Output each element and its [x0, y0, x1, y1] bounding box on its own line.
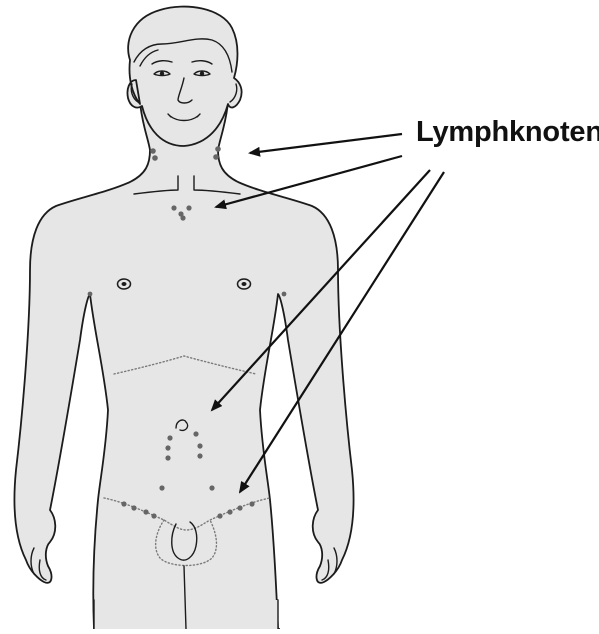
lymph-node-dot-icon [282, 292, 287, 297]
lymph-node-dot-icon [143, 509, 148, 514]
lymph-node-dot-icon [180, 215, 185, 220]
lymph-node-dot-icon [165, 455, 170, 460]
lymph-node-dot-icon [197, 443, 202, 448]
lymph-node-dot-icon [151, 513, 156, 518]
lymph-node-dot-icon [215, 146, 221, 152]
lymph-node-dot-icon [171, 205, 176, 210]
lymph-node-dot-icon [150, 148, 156, 154]
lymph-node-dot-icon [167, 435, 172, 440]
arrow-icon [216, 156, 402, 207]
lymph-node-dot-icon [152, 155, 158, 161]
lymph-node-dot-icon [88, 292, 93, 297]
lymph-node-dot-icon [237, 505, 242, 510]
lymph-node-dot-icon [193, 431, 198, 436]
lymph-node-dot-icon [131, 505, 136, 510]
lymph-node-dot-icon [121, 501, 126, 506]
lymph-node-dot-icon [209, 485, 214, 490]
lymph-node-dot-icon [165, 445, 170, 450]
lymph-node-dot-icon [249, 501, 254, 506]
lymph-node-dot-icon [217, 513, 222, 518]
lymph-node-dot-icon [186, 205, 191, 210]
lymph-node-dot-icon [159, 485, 164, 490]
arrow-icon [250, 134, 402, 153]
lymph-node-dot-icon [213, 154, 219, 160]
body-silhouette [14, 102, 494, 629]
lymph-node-label: Lymphknoten [416, 115, 599, 149]
lymph-node-dot-icon [227, 509, 232, 514]
lymph-node-dot-icon [197, 453, 202, 458]
